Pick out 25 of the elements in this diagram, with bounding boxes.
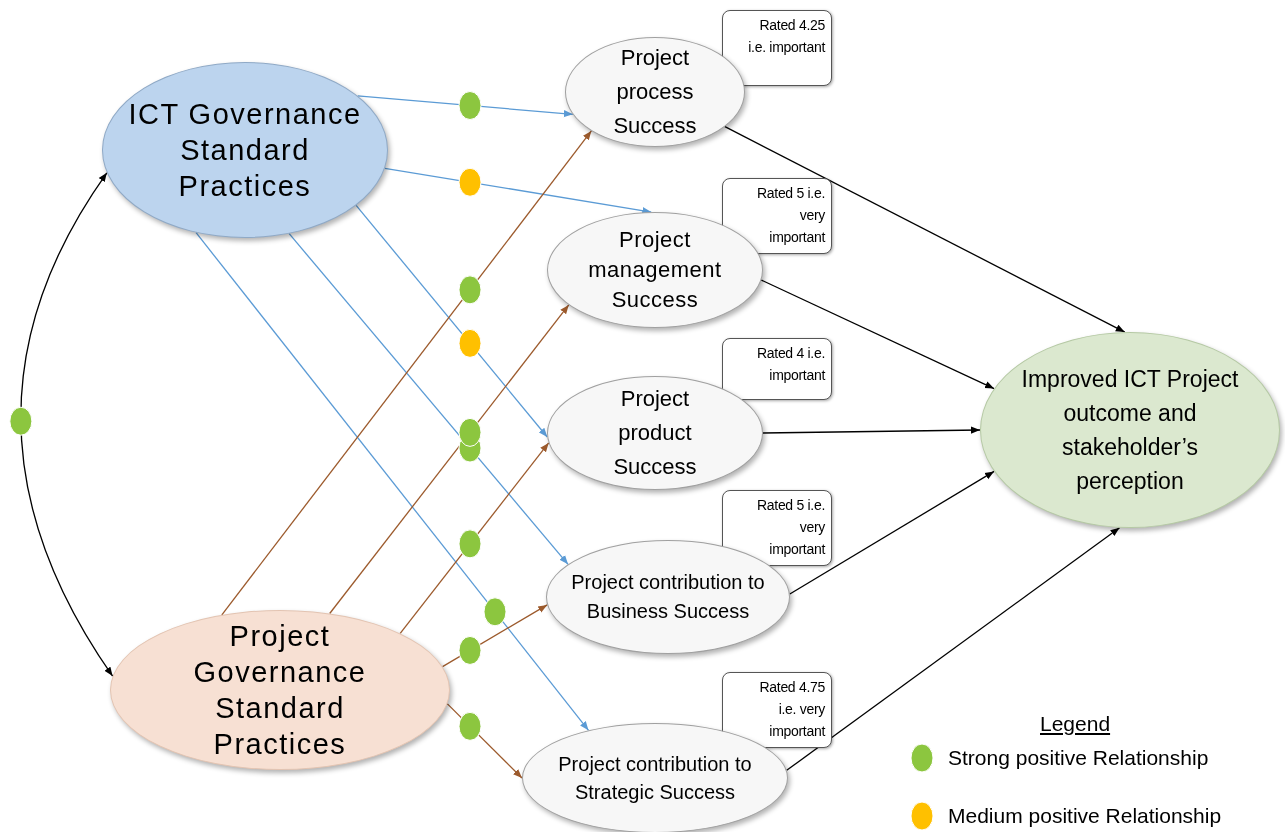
arrow (760, 279, 995, 390)
node-text: ICT Governance Standard Practices (127, 97, 363, 204)
node-text: Project process Success (612, 44, 698, 140)
arrow (399, 442, 550, 635)
legend-text: Medium positive Relationship (948, 803, 1222, 829)
node-text: Improved ICT Project outcome and stakeholder’s perception (1020, 365, 1240, 496)
node-text: Project product Success (612, 385, 698, 481)
arrow (786, 527, 1121, 771)
node-text: Project Governance Standard Practices (192, 619, 368, 762)
legend-title: Legend (1040, 711, 1111, 737)
arrow (357, 95, 574, 118)
arrow (329, 304, 570, 615)
arrow (762, 426, 981, 434)
arrow (355, 204, 548, 438)
rating-callout: Rated 4 i.e. important (722, 338, 832, 400)
legend-text: Strong positive Relationship (948, 745, 1209, 771)
arrow (20, 172, 114, 677)
arrow (789, 470, 995, 595)
arrow (288, 233, 569, 565)
arrow (724, 125, 1126, 333)
node-text: Project contribution to Strategic Success (557, 752, 753, 805)
arrow (195, 232, 590, 731)
node-text: Project management Success (587, 226, 723, 314)
node-text: Project contribution to Business Success (570, 570, 766, 624)
arrow (221, 130, 592, 616)
